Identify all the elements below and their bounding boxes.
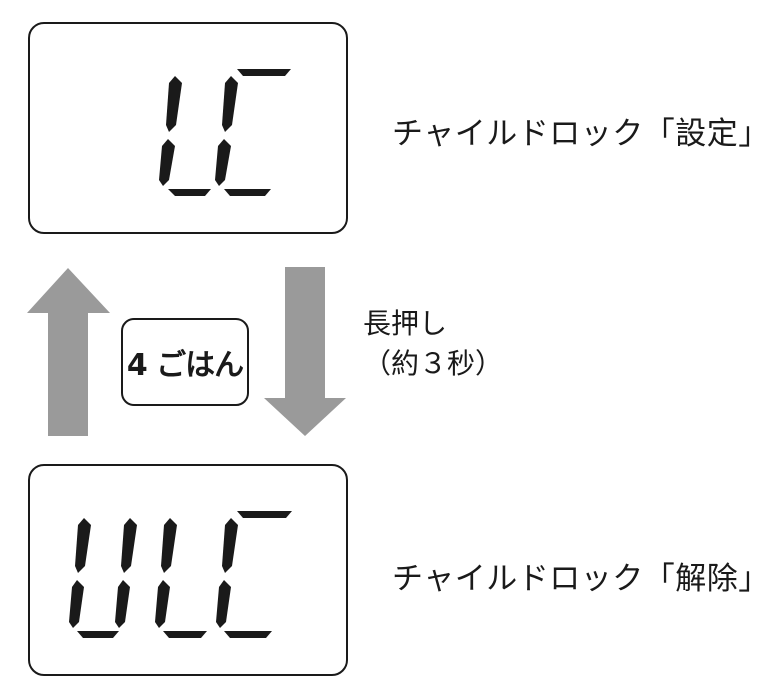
segment xyxy=(159,139,175,186)
segment xyxy=(115,580,130,628)
segment xyxy=(121,518,137,573)
segment xyxy=(161,518,177,573)
segment xyxy=(163,631,207,638)
segment xyxy=(216,580,231,628)
segment xyxy=(155,580,170,628)
lcd-display-lock-release xyxy=(28,464,348,676)
rice-button-4-gohan[interactable]: 4 ごはん xyxy=(121,318,249,406)
long-press-instruction: 長押し xyxy=(363,307,448,340)
segment xyxy=(222,518,238,573)
segment xyxy=(168,189,211,196)
segment xyxy=(224,631,272,638)
segment xyxy=(75,518,91,573)
lcd-display-lock-set xyxy=(28,22,348,234)
segment xyxy=(237,69,291,76)
lock-release-caption: チャイルドロック「解除」 xyxy=(392,561,770,597)
segment xyxy=(237,511,292,518)
segment xyxy=(224,189,271,196)
lcd-text-lc xyxy=(159,69,291,196)
segment xyxy=(77,631,119,638)
segment xyxy=(69,580,84,628)
rice-button-label: 4 ごはん xyxy=(126,348,244,383)
segment xyxy=(215,139,231,186)
segment xyxy=(166,76,182,132)
segment xyxy=(222,76,238,132)
lock-set-caption: チャイルドロック「設定」 xyxy=(392,116,770,152)
duration-instruction: （約３秒） xyxy=(363,347,504,380)
lcd-text-ulc xyxy=(69,511,292,638)
